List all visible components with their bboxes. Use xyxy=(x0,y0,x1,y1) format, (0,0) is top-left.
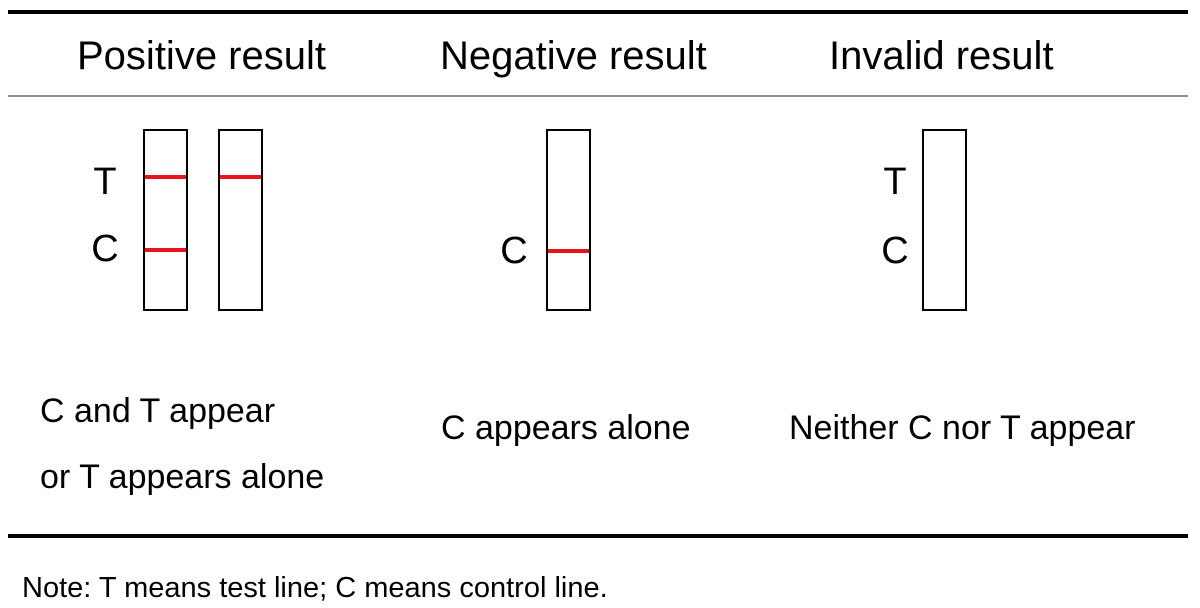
header-divider xyxy=(8,95,1188,97)
test-line-label: T xyxy=(883,161,907,203)
table-top-rule xyxy=(8,10,1188,14)
positive-description-line-1: C and T appear xyxy=(40,392,276,430)
control-line-label: C xyxy=(91,228,119,270)
footnote: Note: T means test line; C means control… xyxy=(22,572,608,604)
invalid-description: Neither C nor T appear xyxy=(789,409,1136,447)
control-line-label: C xyxy=(500,230,528,272)
test-line-label: T xyxy=(93,161,117,203)
test-line-band xyxy=(220,175,261,179)
heading-invalid-result: Invalid result xyxy=(829,34,1054,78)
heading-negative-result: Negative result xyxy=(440,34,707,78)
positive-description-line-2: or T appears alone xyxy=(40,458,325,496)
table-bottom-rule xyxy=(8,534,1188,538)
heading-positive-result: Positive result xyxy=(77,34,326,78)
test-strip-positive-test-line-only xyxy=(218,129,263,311)
test-line-band xyxy=(145,175,186,179)
test-strip-positive-both-lines xyxy=(143,129,188,311)
test-strip-negative xyxy=(546,129,591,311)
negative-description: C appears alone xyxy=(441,409,691,447)
control-line-label: C xyxy=(881,230,909,272)
test-strip-invalid xyxy=(922,129,967,311)
control-line-band xyxy=(548,249,589,253)
control-line-band xyxy=(145,248,186,252)
